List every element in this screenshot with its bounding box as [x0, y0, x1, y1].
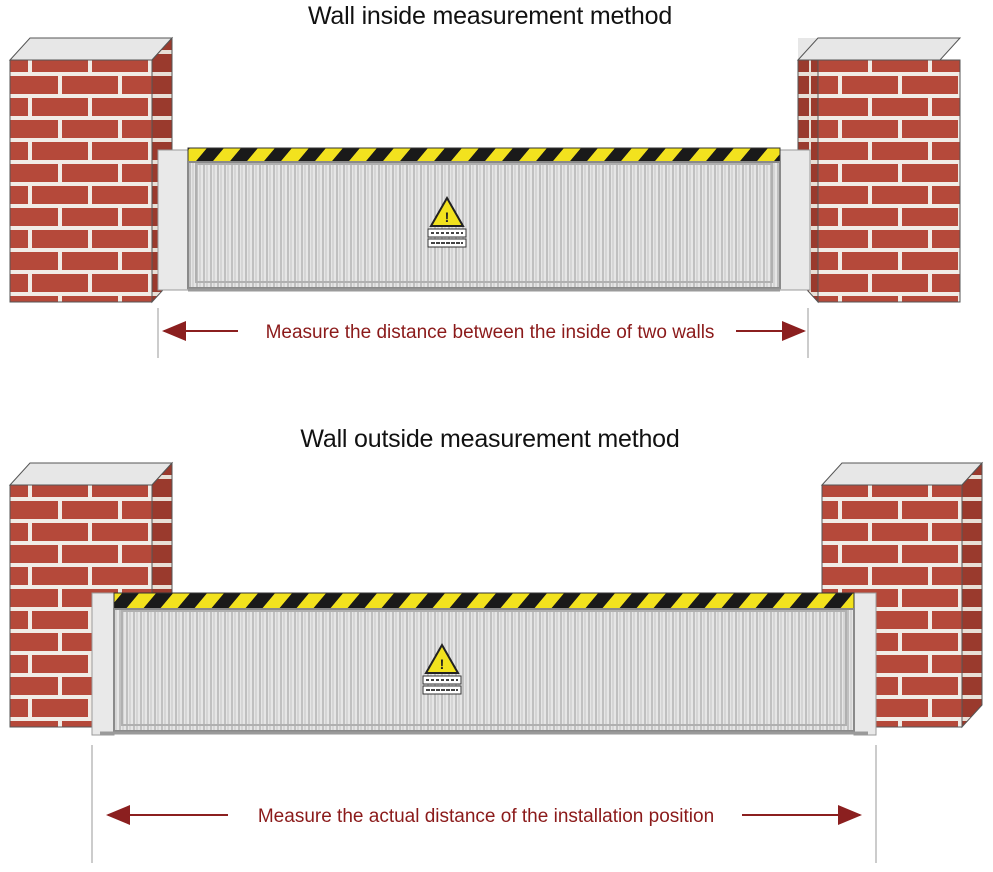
right-brick-pillar — [796, 37, 962, 304]
svg-text:!: ! — [445, 209, 450, 225]
inside-measurement-diagram: ! Measure the distance between the insid… — [8, 36, 962, 358]
top-diagram-title: Wall inside measurement method — [307, 2, 673, 30]
outside-measurement-diagram: ! Measure the actual distance of the ins… — [8, 461, 984, 863]
svg-text:!: ! — [440, 656, 445, 672]
flood-barrier-gate: ! — [91, 592, 877, 736]
top-measure-label: Measure the distance between the inside … — [266, 322, 715, 343]
left-brick-pillar — [8, 36, 174, 304]
bottom-measure-label: Measure the actual distance of the insta… — [258, 806, 714, 827]
warning-sign-icon: ! — [422, 642, 462, 695]
flood-barrier-gate: ! — [157, 147, 811, 292]
warning-sign-icon: ! — [427, 195, 467, 248]
bottom-diagram-title: Wall outside measurement method — [300, 425, 680, 453]
